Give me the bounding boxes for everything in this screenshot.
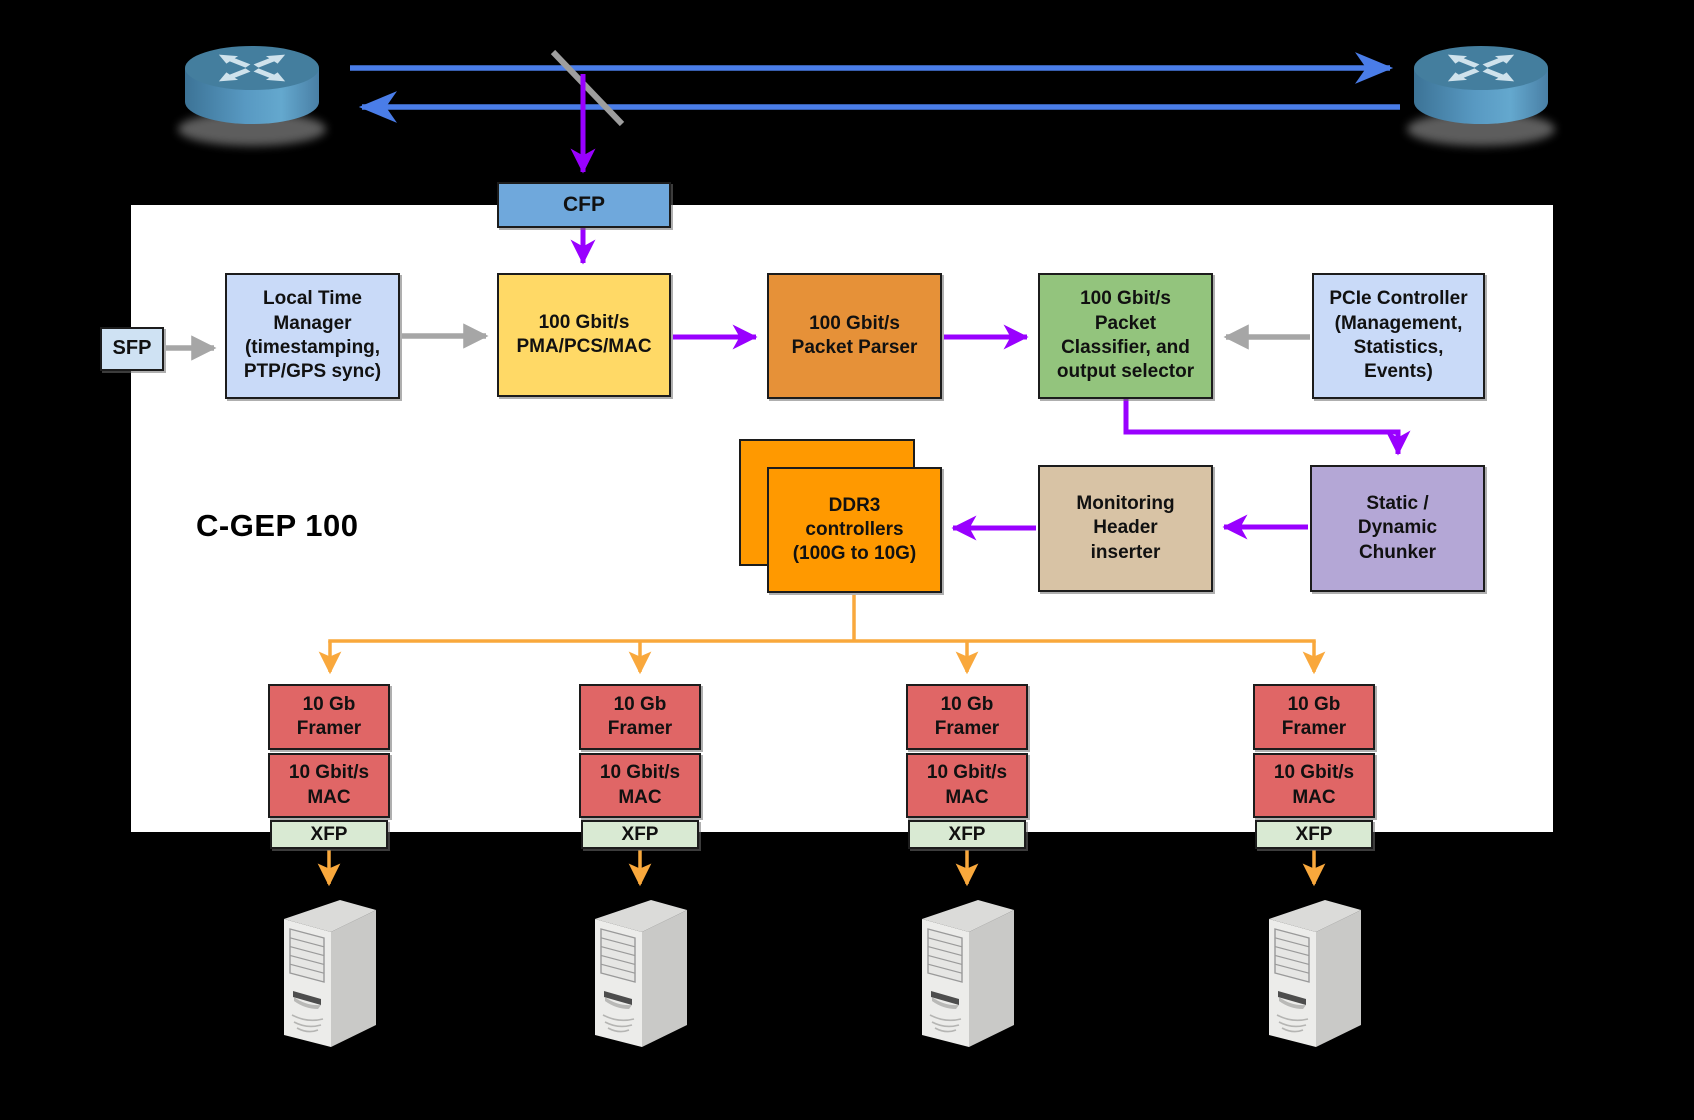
xfp-port-2: XFP — [581, 820, 699, 849]
router-icon — [1407, 46, 1555, 146]
mac-block-4: 10 Gbit/s MAC — [1253, 753, 1375, 818]
server-tower-icon — [921, 899, 1015, 1048]
ddr3-controllers-block: DDR3 controllers (100G to 10G) — [767, 467, 942, 593]
sfp-port: SFP — [100, 327, 164, 371]
optical-tap-icon — [550, 49, 625, 127]
packet-parser-block: 100 Gbit/s Packet Parser — [767, 273, 942, 399]
device-title: C-GEP 100 — [196, 508, 359, 543]
local-time-manager-block: Local Time Manager (timestamping, PTP/GP… — [225, 273, 400, 399]
cfp-port: CFP — [497, 182, 671, 228]
xfp-port-3: XFP — [908, 820, 1026, 849]
framer-block-1: 10 Gb Framer — [268, 684, 390, 750]
framer-block-3: 10 Gb Framer — [906, 684, 1028, 750]
static-dynamic-chunker-block: Static / Dynamic Chunker — [1310, 465, 1485, 592]
server-tower-icon — [594, 899, 688, 1048]
monitoring-header-inserter-block: Monitoring Header inserter — [1038, 465, 1213, 592]
mac-block-1: 10 Gbit/s MAC — [268, 753, 390, 818]
server-tower-icon — [1268, 899, 1362, 1048]
pma-pcs-mac-block: 100 Gbit/s PMA/PCS/MAC — [497, 273, 671, 397]
mac-block-2: 10 Gbit/s MAC — [579, 753, 701, 818]
server-tower-icon — [283, 899, 377, 1048]
packet-classifier-block: 100 Gbit/s Packet Classifier, and output… — [1038, 273, 1213, 399]
xfp-port-4: XFP — [1255, 820, 1373, 849]
pcie-controller-block: PCIe Controller (Management, Statistics,… — [1312, 273, 1485, 399]
framer-block-4: 10 Gb Framer — [1253, 684, 1375, 750]
framer-block-2: 10 Gb Framer — [579, 684, 701, 750]
classifier-to-chunker-arrow — [1123, 399, 1411, 456]
xfp-port-1: XFP — [270, 820, 388, 849]
mac-block-3: 10 Gbit/s MAC — [906, 753, 1028, 818]
router-icon — [178, 46, 326, 146]
